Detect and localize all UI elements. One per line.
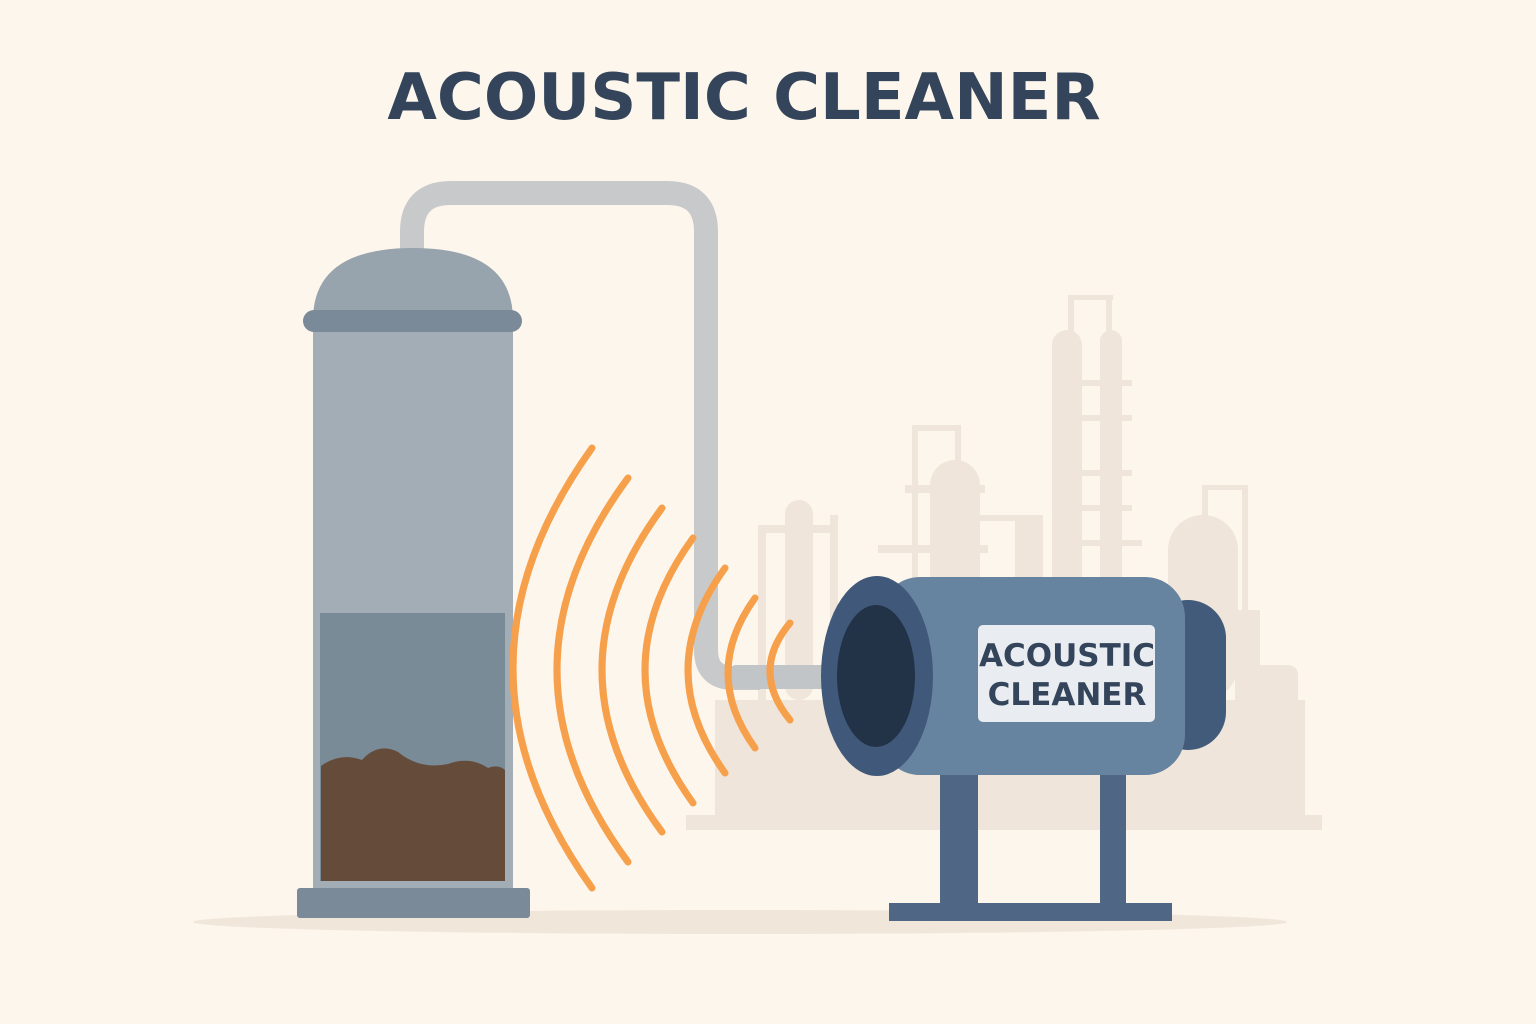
- device-leg-right: [1100, 770, 1126, 906]
- device-label-line1: ACOUSTIC: [979, 638, 1155, 674]
- sound-wave-3: [598, 504, 666, 836]
- vessel-dome: [313, 248, 513, 320]
- vessel-base: [297, 888, 530, 918]
- device-label-plate: [978, 625, 1155, 722]
- device-stand-base: [889, 903, 1172, 921]
- device-label-line2: CLEANER: [988, 677, 1147, 713]
- pipe: [400, 181, 760, 690]
- vessel-band: [303, 310, 522, 332]
- sound-wave-4: [641, 534, 697, 807]
- sound-waves: [509, 444, 794, 892]
- device-leg-left: [940, 770, 978, 906]
- acoustic-cleaner-device: ACOUSTIC CLEANER: [821, 576, 1226, 921]
- device-horn-opening: [837, 605, 915, 747]
- sound-wave-6: [724, 594, 759, 752]
- sound-wave-7: [766, 619, 794, 724]
- sound-wave-5: [684, 564, 729, 777]
- sound-wave-1: [509, 444, 596, 892]
- sound-wave-2: [553, 474, 632, 866]
- vessel: [297, 248, 530, 918]
- sludge: [321, 748, 505, 881]
- page-title: ACOUSTIC CLEANER: [387, 61, 1100, 135]
